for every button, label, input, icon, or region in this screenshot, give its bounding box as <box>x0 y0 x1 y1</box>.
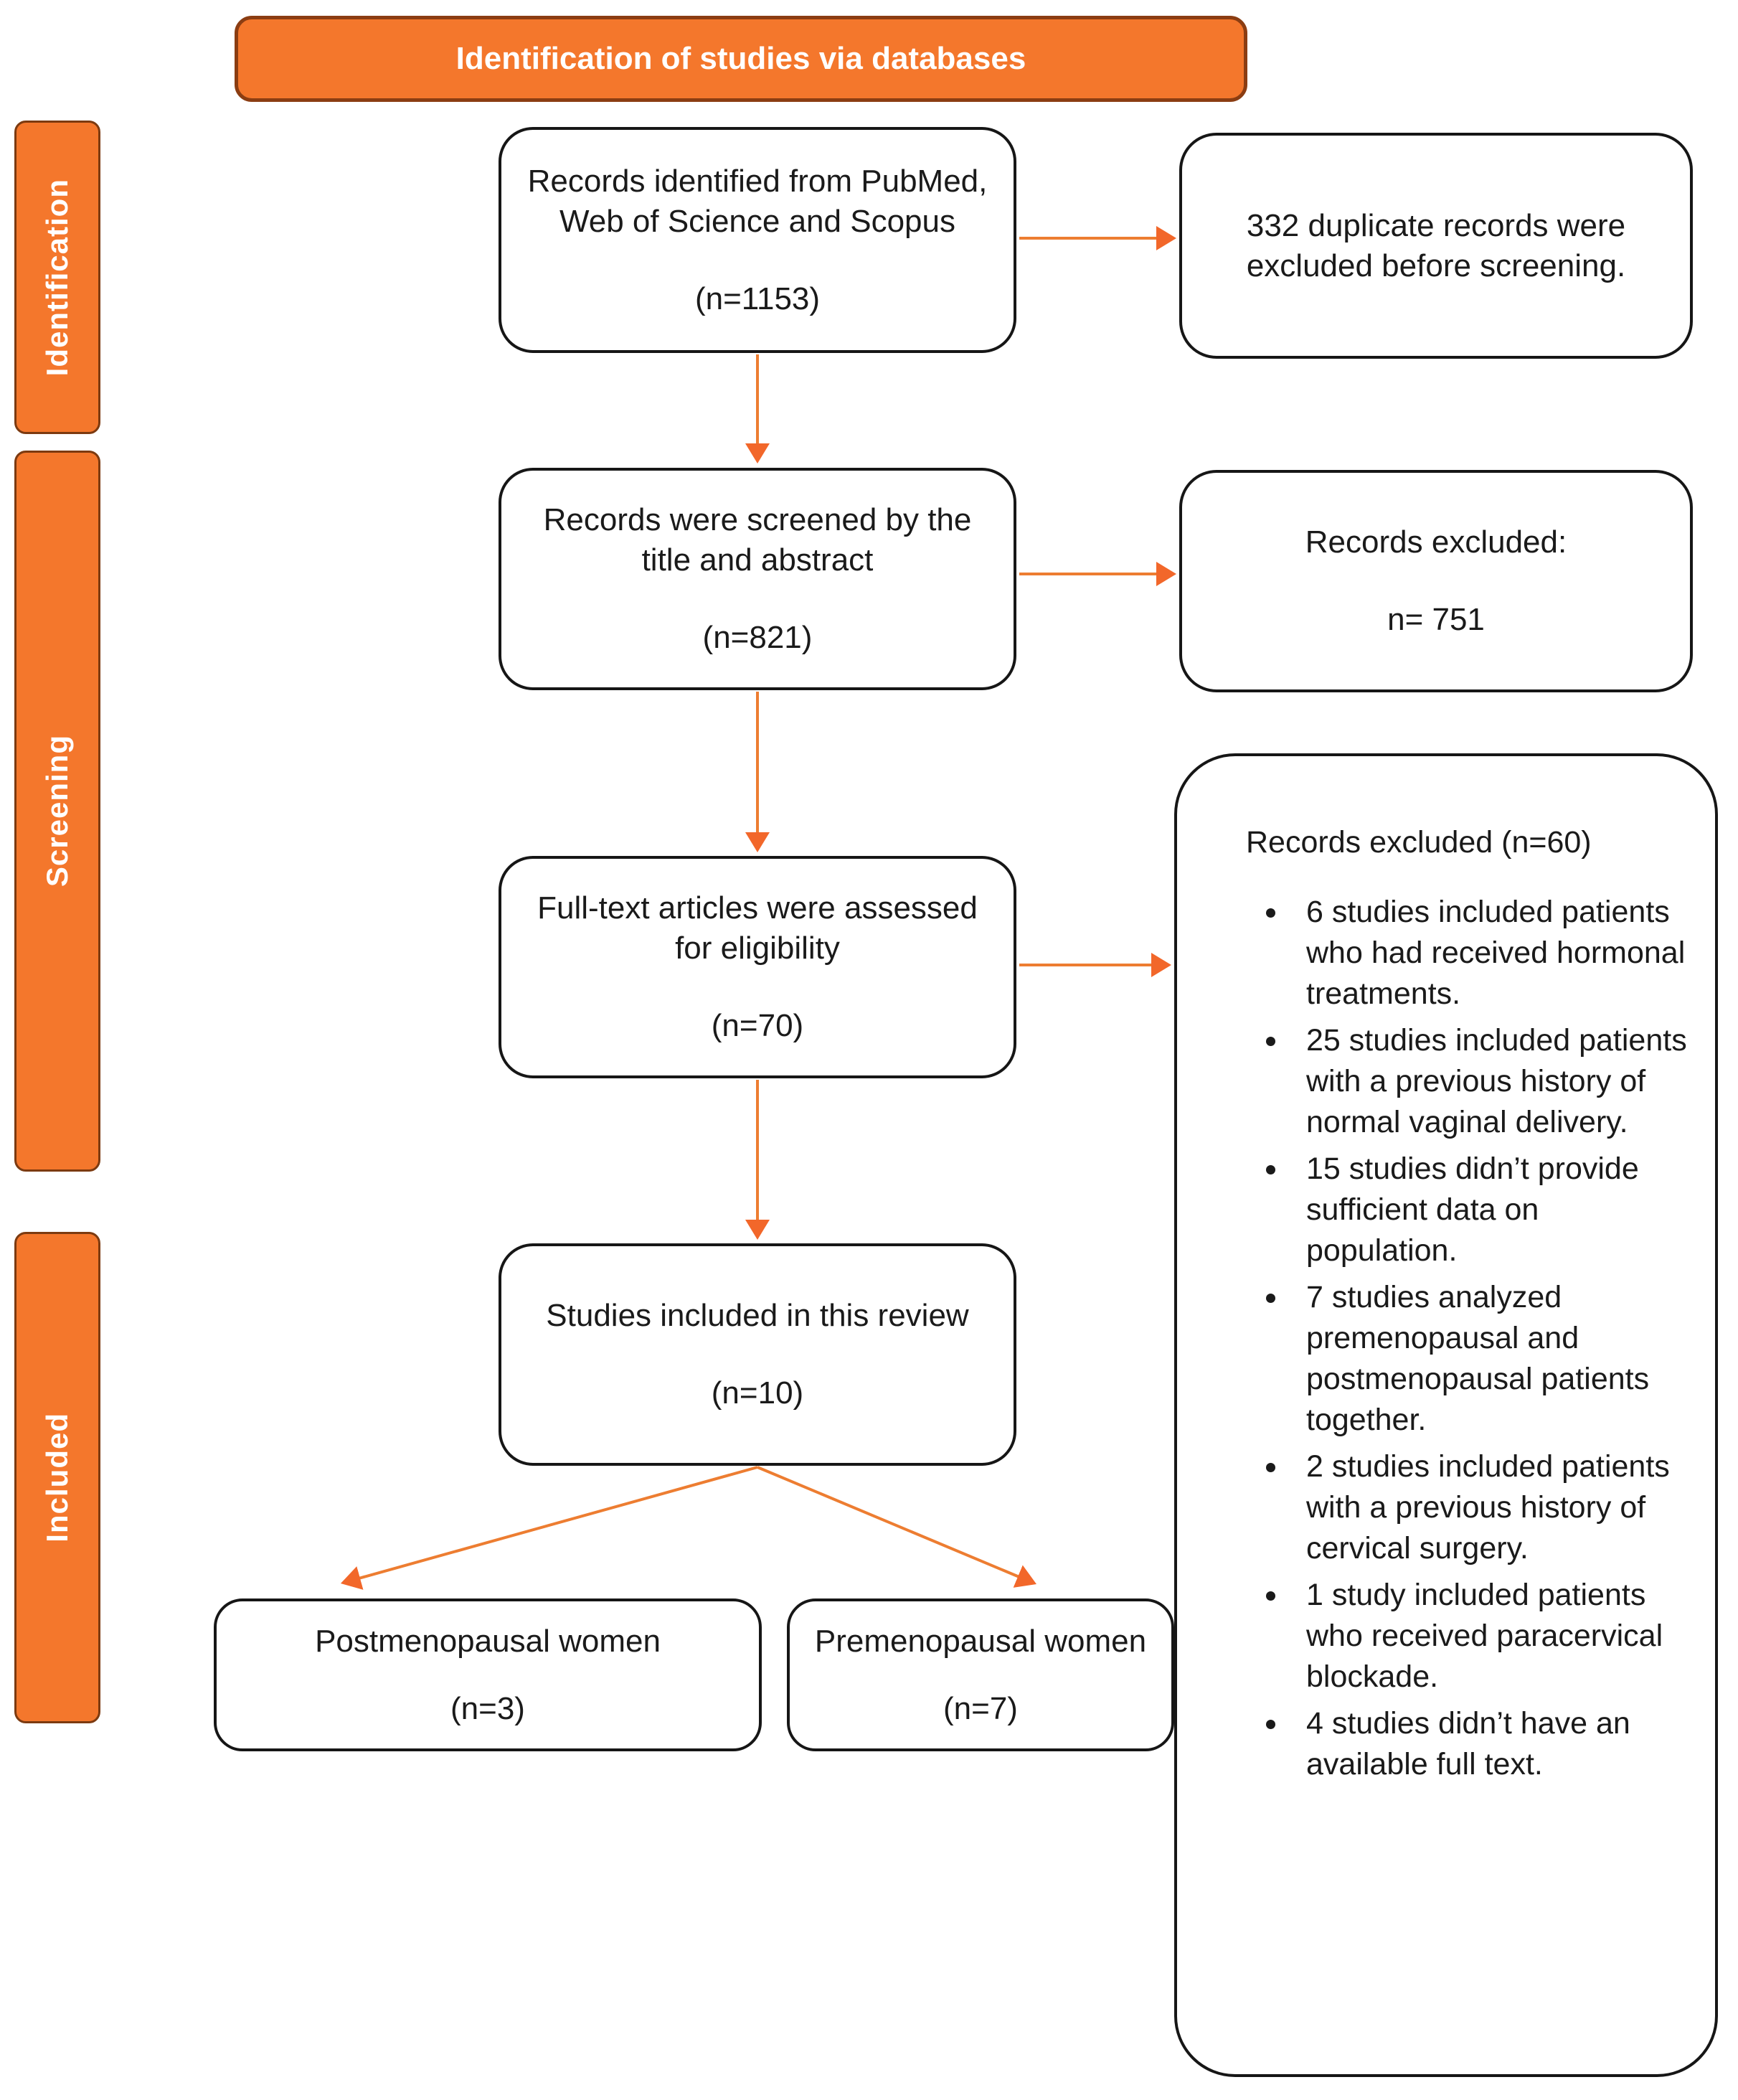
box-n-value: (n=3) <box>450 1690 525 1726</box>
box-records-excluded-751: Records excluded: n= 751 <box>1179 470 1693 692</box>
stage-label-identification: Identification <box>40 178 74 377</box>
box-n-value: n= 751 <box>1387 602 1485 637</box>
box-studies-included: Studies included in this review (n=10) <box>499 1243 1016 1466</box>
exclusion-reason-item: 15 studies didn’t provide sufficient dat… <box>1289 1149 1694 1271</box>
exclusion-reason-item: 7 studies analyzed premenopausal and pos… <box>1289 1277 1694 1441</box>
stage-bar-screening: Screening <box>14 451 100 1172</box>
arrow-included-to-postmenopausal <box>340 1466 758 1590</box>
box-text-line: Premenopausal women <box>814 1623 1147 1659</box>
box-records-screened: Records were screened by the title and a… <box>499 468 1016 690</box>
box-text-line: Postmenopausal women <box>315 1623 661 1659</box>
exclusion-reason-item: 2 studies included patients with a previ… <box>1289 1446 1694 1569</box>
box-premenopausal-women: Premenopausal women (n=7) <box>787 1598 1174 1751</box>
box-text-line: Records excluded: <box>1305 524 1567 560</box>
stage-label-screening: Screening <box>40 735 74 887</box>
stage-label-included: Included <box>40 1413 74 1543</box>
box-text-line: Full-text articles were assessed <box>537 890 978 926</box>
exclusion-reasons-list: 6 studies included patients who had rece… <box>1243 892 1694 1785</box>
box-text-line: title and abstract <box>641 542 874 578</box>
exclusion-reason-item: 6 studies included patients who had rece… <box>1289 892 1694 1014</box>
box-text-line: for eligibility <box>675 931 840 966</box>
box-exclusion-reasons: Records excluded (n=60) 6 studies includ… <box>1174 753 1718 2077</box>
box-text-line: Records were screened by the <box>543 502 972 537</box>
box-duplicates-excluded: 332 duplicate records were excluded befo… <box>1179 133 1693 359</box>
box-text-line: Web of Science and Scopus <box>559 203 955 239</box>
box-postmenopausal-women: Postmenopausal women (n=3) <box>214 1598 762 1751</box>
arrow-included-to-premenopausal <box>757 1466 1036 1588</box>
box-n-value: (n=10) <box>711 1375 804 1411</box>
exclusion-reason-item: 25 studies included patients with a prev… <box>1289 1020 1694 1143</box>
banner-title: Identification of studies via databases <box>455 41 1026 76</box>
box-records-identified: Records identified from PubMed, Web of S… <box>499 127 1016 353</box>
banner-identification-of-studies: Identification of studies via databases <box>235 16 1247 102</box>
box-fulltext-assessed: Full-text articles were assessed for eli… <box>499 856 1016 1078</box>
stage-bar-identification: Identification <box>14 121 100 434</box>
box-text-line: Studies included in this review <box>546 1298 969 1333</box>
box-n-value: (n=70) <box>711 1008 804 1043</box>
box-n-value: (n=821) <box>702 620 813 655</box>
stage-bar-included: Included <box>14 1232 100 1723</box>
exclusion-reason-item: 1 study included patients who received p… <box>1289 1575 1694 1698</box>
box-text-line: Records identified from PubMed, <box>527 163 988 199</box>
exclusion-reasons-header: Records excluded (n=60) <box>1246 825 1592 860</box>
box-n-value: (n=1153) <box>694 281 821 316</box>
box-n-value: (n=7) <box>943 1690 1018 1726</box>
exclusion-reason-item: 4 studies didn’t have an available full … <box>1289 1703 1694 1785</box>
box-text-line: excluded before screening. <box>1246 248 1626 283</box>
box-text-line: 332 duplicate records were <box>1246 207 1626 243</box>
